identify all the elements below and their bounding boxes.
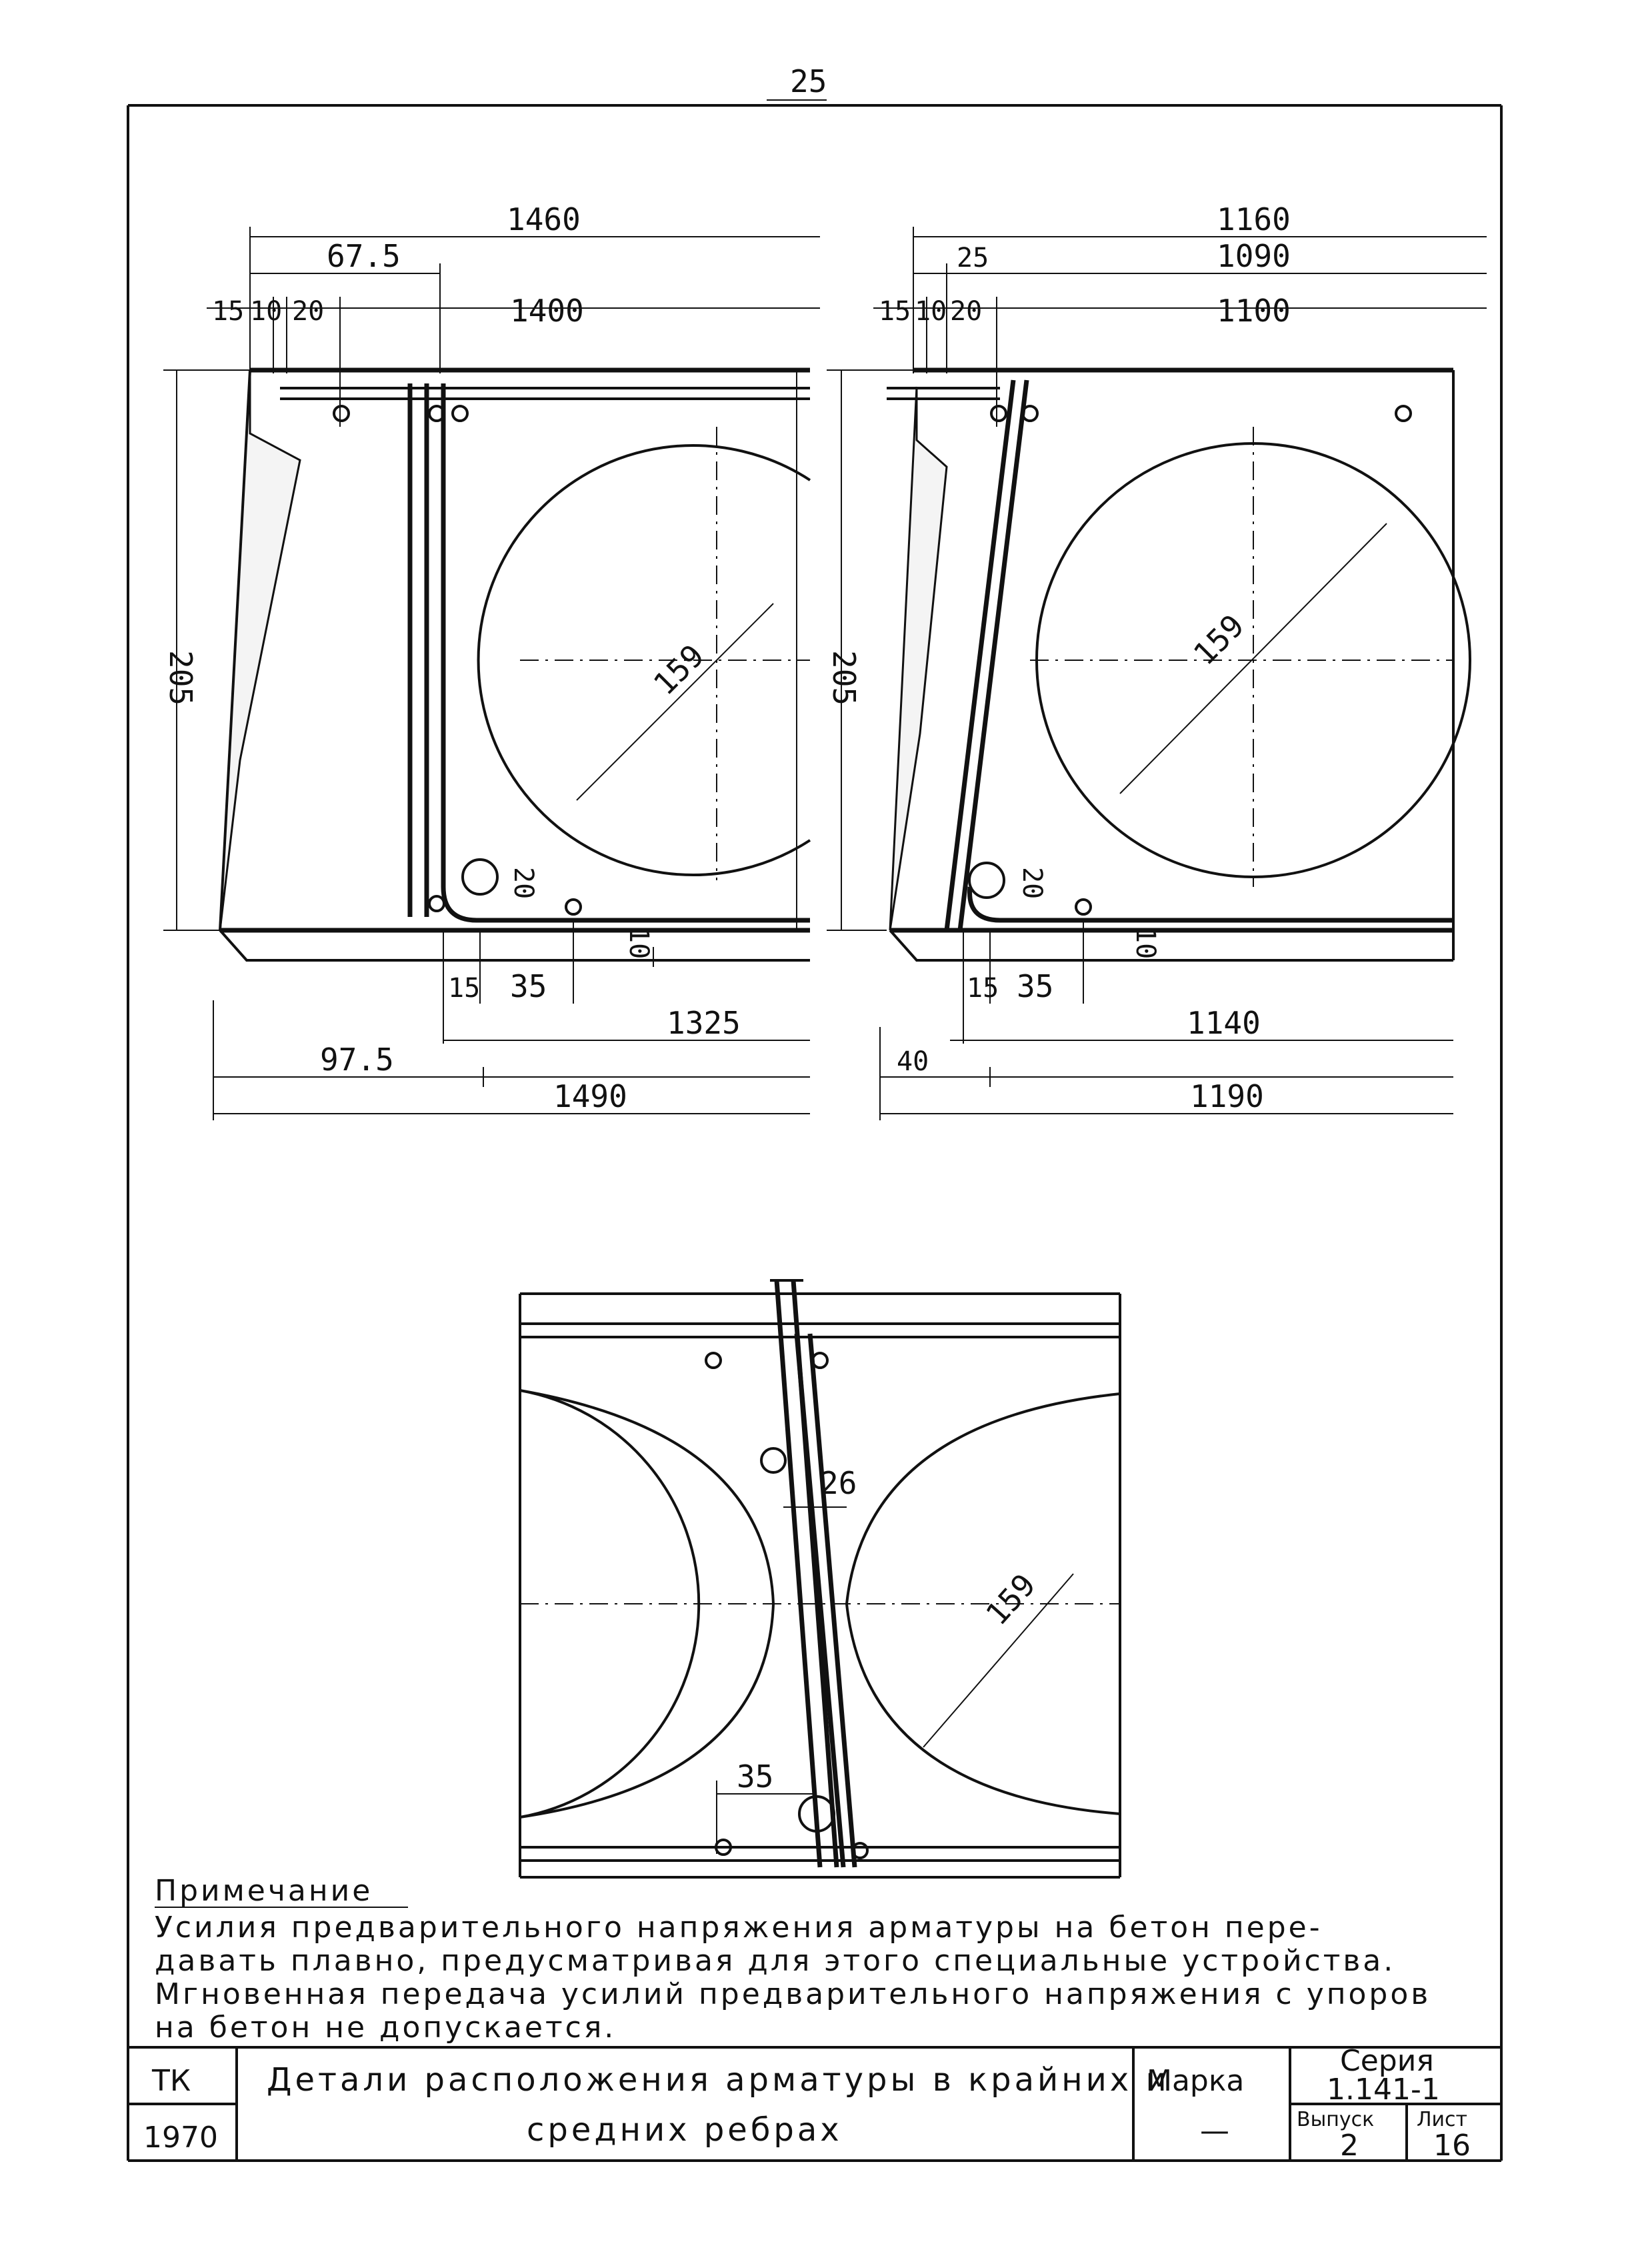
right-dim-overall-top: 1160	[1217, 201, 1291, 237]
center-dim-diameter: 159	[979, 1566, 1043, 1632]
note-line-4: на бетон не допускается.	[155, 2011, 616, 2045]
left-dim-67-5: 67.5	[327, 238, 401, 274]
left-dim-97-5: 97.5	[320, 1042, 394, 1078]
left-dim-15-bottom: 15	[448, 973, 480, 1004]
title-block-series-label: Серия	[1340, 2044, 1434, 2078]
right-dim-1190: 1190	[1190, 1078, 1264, 1114]
note-line-2: давать плавно, предусматривая для этого …	[155, 1944, 1395, 1978]
left-dim-rib: 10	[623, 927, 654, 959]
left-dim-1490: 1490	[553, 1078, 627, 1114]
left-dim-1325: 1325	[667, 1005, 741, 1041]
title-block-sheet-value: 16	[1433, 2129, 1471, 2163]
right-dim-height: 205	[826, 650, 862, 706]
right-rib-drawing	[827, 227, 1487, 1120]
title-block-issue-value: 2	[1340, 2129, 1359, 2163]
left-dim-height: 205	[163, 650, 199, 706]
left-rib-drawing	[163, 227, 820, 1120]
sheet-frame	[127, 104, 1503, 2162]
note-line-3: Мгновенная передача усилий предварительн…	[155, 1977, 1431, 2011]
right-dim-hole: 20	[1017, 867, 1047, 899]
right-dim-40: 40	[897, 1046, 929, 1077]
right-dim-35: 35	[1017, 968, 1053, 1004]
center-dim-spacing: 35	[737, 1759, 773, 1795]
left-dim-hole: 20	[508, 867, 539, 899]
title-block-issue-label: Выпуск	[1297, 2108, 1374, 2131]
right-dim-10: 10	[915, 296, 947, 327]
right-dim-1100: 1100	[1217, 293, 1291, 329]
title-block-sheet-label: Лист	[1417, 2108, 1467, 2131]
left-dim-10: 10	[250, 296, 282, 327]
right-dim-diameter: 159	[1187, 608, 1251, 672]
note-heading: Примечание	[155, 1874, 373, 1908]
title-block-marka-label: Марка	[1147, 2064, 1244, 2098]
title-block	[128, 2046, 1501, 2161]
title-block-year: 1970	[143, 2121, 218, 2155]
note-line-1: Усилия предварительного напряжения армат…	[155, 1911, 1323, 1945]
left-dim-diameter: 159	[647, 638, 711, 702]
right-dim-15: 15	[879, 296, 911, 327]
left-dim-20: 20	[292, 296, 324, 327]
title-block-series-value: 1.141-1	[1327, 2073, 1440, 2107]
right-dim-15-bottom: 15	[967, 973, 999, 1004]
left-dim-1400: 1400	[510, 293, 584, 329]
title-block-title-line1: Детали расположения арматуры в крайних и	[267, 2061, 1170, 2099]
right-dim-1090: 1090	[1217, 238, 1291, 274]
left-dim-35: 35	[510, 968, 547, 1004]
right-dim-1140: 1140	[1187, 1005, 1261, 1041]
left-dim-15: 15	[212, 296, 244, 327]
right-dim-25: 25	[957, 243, 989, 273]
page-number: 25	[790, 63, 827, 99]
title-block-marka-value: —	[1200, 2114, 1229, 2148]
title-block-org: ТК	[151, 2064, 191, 2098]
right-dim-rib: 10	[1130, 927, 1161, 959]
center-dim-gap: 26	[820, 1465, 857, 1501]
title-block-title-line2: средних ребрах	[527, 2111, 843, 2149]
center-rib-drawing	[519, 1279, 1121, 1879]
right-dim-20: 20	[950, 296, 982, 327]
left-dim-overall-top: 1460	[507, 201, 581, 237]
